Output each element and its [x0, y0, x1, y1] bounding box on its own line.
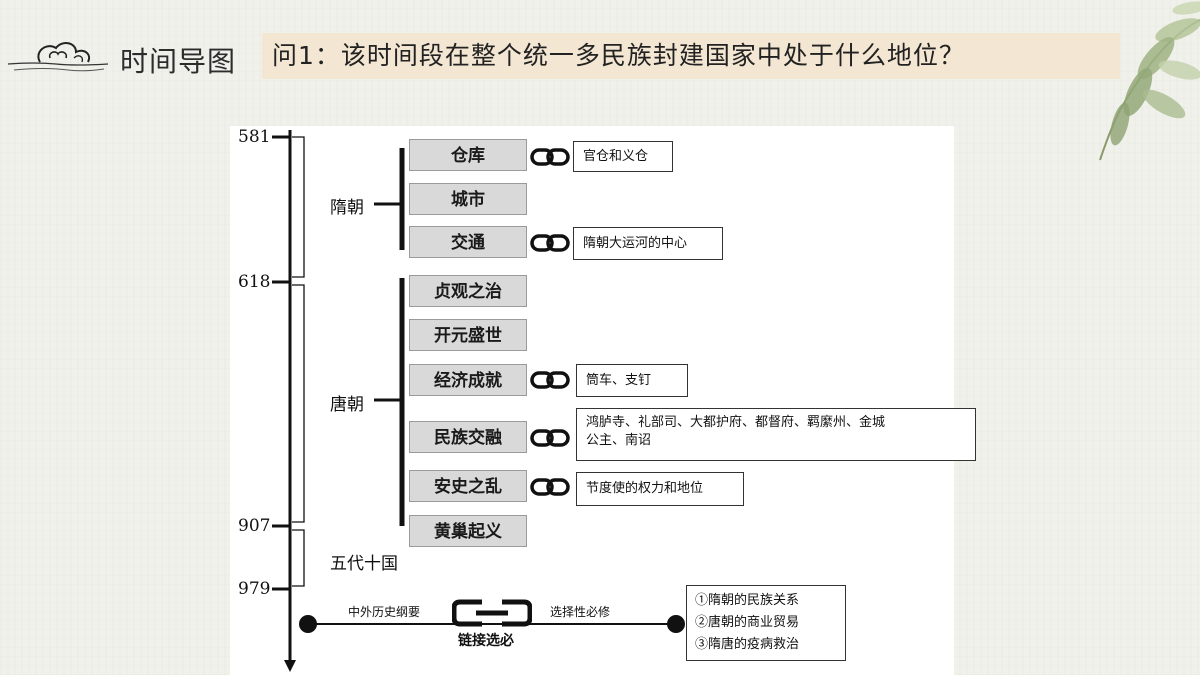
topic-economy: 经济成就 — [409, 364, 527, 396]
note-ethnic-institutions: 鸿胪寺、礼部司、大都护府、都督府、羁縻州、金城 公主、南诏 — [576, 408, 976, 461]
timeline-panel — [230, 126, 954, 675]
note-grand-canal: 隋朝大运河的中心 — [573, 227, 723, 260]
note-line: 鸿胪寺、礼部司、大都护府、都督府、羁縻州、金城 — [586, 415, 886, 430]
elective-item: ③隋唐的疫病救治 — [695, 637, 800, 652]
elective-item: ②唐朝的商业贸易 — [695, 615, 800, 630]
topic-city: 城市 — [409, 183, 527, 215]
note-granaries: 官仓和义仓 — [573, 141, 673, 172]
year-581: 581 — [238, 127, 271, 147]
topic-huangchao-uprising: 黄巢起义 — [409, 515, 527, 547]
topic-zhenguan: 贞观之治 — [409, 275, 527, 307]
era-five-dynasties: 五代十国 — [330, 554, 398, 574]
chain-link-icon — [530, 234, 570, 252]
page-title: 时间导图 — [120, 45, 237, 78]
topic-anshi-rebellion: 安史之乱 — [409, 470, 527, 502]
note-jiedushi: 节度使的权力和地位 — [576, 472, 744, 506]
note-line: 公主、南诏 — [586, 433, 652, 448]
link-left-label: 中外历史纲要 — [348, 605, 421, 619]
elective-item: ①隋朝的民族关系 — [695, 593, 800, 608]
topic-ethnic-fusion: 民族交融 — [409, 421, 527, 453]
chain-link-icon — [530, 148, 570, 166]
big-chain-icon — [452, 599, 532, 627]
question-banner: 问1：该时间段在整个统一多民族封建国家中处于什么地位？ — [262, 33, 1120, 79]
note-economy: 筒车、支钉 — [576, 364, 688, 397]
topic-granary: 仓库 — [409, 139, 527, 171]
chain-link-icon — [530, 371, 570, 389]
link-right-label: 选择性必修 — [550, 605, 611, 619]
chain-link-icon — [530, 429, 570, 447]
leaf-ornament-icon — [1099, 1, 1200, 161]
topic-transport: 交通 — [409, 226, 527, 258]
year-907: 907 — [238, 516, 271, 536]
chain-link-icon — [530, 478, 570, 496]
topic-kaiyuan: 开元盛世 — [409, 319, 527, 351]
cloud-ornament-icon — [7, 42, 109, 72]
era-sui: 隋朝 — [330, 198, 364, 218]
link-chain-label: 链接选必 — [458, 633, 514, 649]
year-979: 979 — [238, 579, 271, 599]
era-tang: 唐朝 — [330, 395, 364, 415]
elective-topics-box: ①隋朝的民族关系 ②唐朝的商业贸易 ③隋唐的疫病救治 — [686, 585, 846, 661]
year-618: 618 — [238, 272, 271, 292]
